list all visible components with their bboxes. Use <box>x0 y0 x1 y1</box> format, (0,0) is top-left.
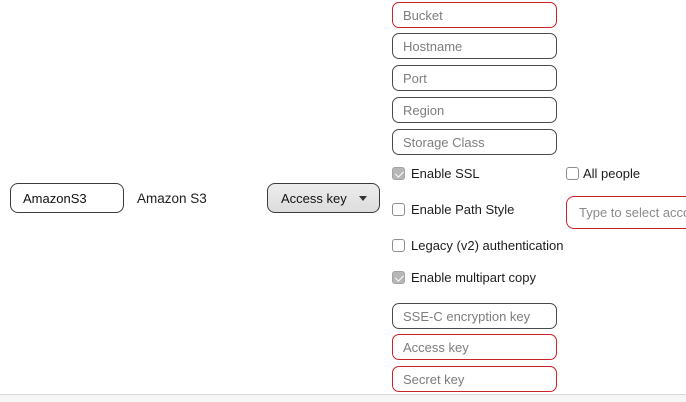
region-input[interactable] <box>392 97 557 123</box>
bucket-input[interactable] <box>392 2 557 28</box>
all-people-checkbox[interactable] <box>566 166 579 180</box>
enable-path-style-label[interactable]: Enable Path Style <box>411 201 515 217</box>
select-account-input[interactable] <box>566 196 686 229</box>
enable-multipart-copy-checkbox[interactable] <box>392 270 405 284</box>
legacy-v2-auth-checkbox-row[interactable]: Legacy (v2) authentication <box>392 237 563 253</box>
enable-multipart-copy-label[interactable]: Enable multipart copy <box>411 269 537 285</box>
bottom-divider <box>0 394 686 395</box>
chevron-down-icon <box>359 195 367 201</box>
all-people-label[interactable]: All people <box>583 165 641 181</box>
enable-ssl-label[interactable]: Enable SSL <box>411 165 480 181</box>
storage-class-input[interactable] <box>392 129 557 155</box>
access-key-input[interactable] <box>392 334 557 360</box>
service-name-label: Amazon S3 <box>137 190 207 206</box>
enable-ssl-checkbox[interactable] <box>392 166 405 180</box>
footer-strip <box>0 395 686 402</box>
secret-key-input[interactable] <box>392 366 557 392</box>
enable-ssl-checkbox-row[interactable]: Enable SSL <box>392 165 480 181</box>
auth-type-selected-value: Access key <box>281 190 347 206</box>
enable-multipart-copy-checkbox-row[interactable]: Enable multipart copy <box>392 269 536 285</box>
legacy-v2-auth-label[interactable]: Legacy (v2) authentication <box>411 237 564 253</box>
enable-path-style-checkbox-row[interactable]: Enable Path Style <box>392 201 514 217</box>
nickname-input[interactable] <box>10 183 124 213</box>
hostname-input[interactable] <box>392 33 557 59</box>
sse-c-encryption-key-input[interactable] <box>392 303 557 329</box>
auth-type-dropdown[interactable]: Access key <box>267 183 380 213</box>
legacy-v2-auth-checkbox[interactable] <box>392 238 405 252</box>
port-input[interactable] <box>392 65 557 91</box>
all-people-checkbox-row[interactable]: All people <box>566 165 640 181</box>
enable-path-style-checkbox[interactable] <box>392 202 405 216</box>
